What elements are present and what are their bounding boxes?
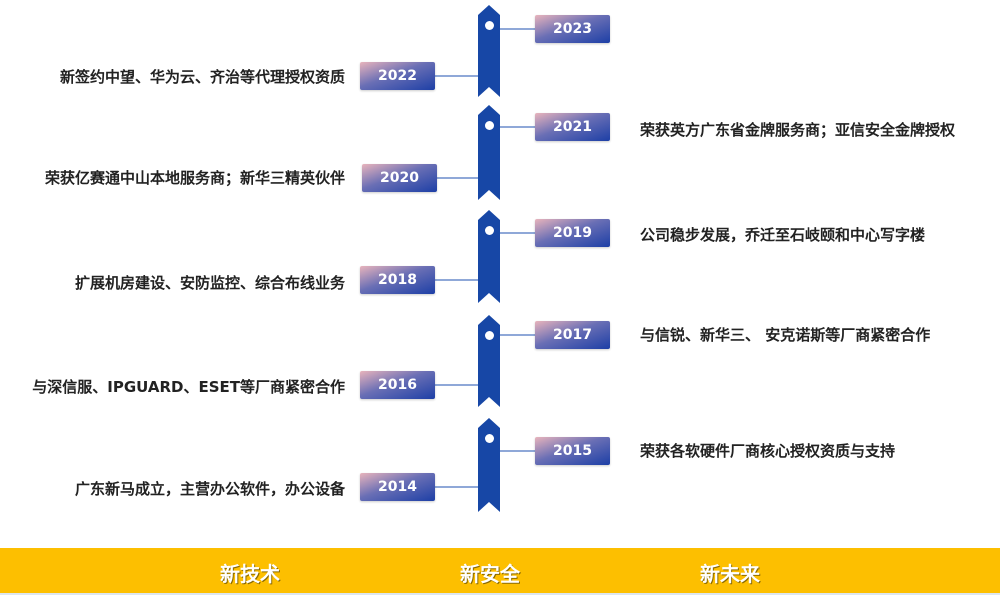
timeline-dot [485,21,494,30]
year-badge: 2015 [535,437,610,465]
year-badge: 2022 [360,62,435,90]
connector-line [435,279,478,281]
timeline-dot [485,434,494,443]
event-text: 广东新马成立，主营办公软件，办公设备 [74,480,345,498]
timeline-ribbon [478,210,500,303]
connector-line [500,334,535,336]
year-badge: 2019 [535,219,610,247]
event-text: 扩展机房建设、安防监控、综合布线业务 [74,274,345,292]
event-text: 荣获英方广东省金牌服务商；亚信安全金牌授权 [640,121,956,139]
year-badge: 2021 [535,113,610,141]
year-badge: 2018 [360,266,435,294]
footer-item: 新未来 [700,562,760,586]
connector-line [500,232,535,234]
connector-line [500,450,535,452]
year-badge: 2016 [360,371,435,399]
footer-bar: 新技术 新安全 新未来 [0,548,1000,595]
event-text: 与信锐、新华三、 安克诺斯等厂商紧密合作 [640,326,931,344]
connector-line [435,75,478,77]
event-text: 新签约中望、华为云、齐治等代理授权资质 [59,68,345,86]
timeline-ribbon [478,418,500,512]
event-text: 与深信服、IPGUARD、ESET等厂商紧密合作 [32,378,345,396]
year-badge: 2014 [360,473,435,501]
timeline-ribbon [478,105,500,200]
connector-line [500,126,535,128]
footer-item: 新安全 [460,562,520,586]
connector-line [435,486,478,488]
year-badge: 2023 [535,15,610,43]
timeline-ribbon [478,5,500,97]
year-badge: 2017 [535,321,610,349]
timeline-ribbon [478,315,500,407]
year-badge: 2020 [362,164,437,192]
event-text: 荣获各软硬件厂商核心授权资质与支持 [640,442,896,460]
footer-item: 新技术 [220,562,280,586]
event-text: 公司稳步发展，乔迁至石岐颐和中心写字楼 [640,226,926,244]
connector-line [500,28,535,30]
timeline-dot [485,331,494,340]
event-text: 荣获亿赛通中山本地服务商；新华三精英伙伴 [44,169,345,187]
connector-line [435,384,478,386]
timeline-dot [485,121,494,130]
timeline-dot [485,226,494,235]
connector-line [437,177,478,179]
